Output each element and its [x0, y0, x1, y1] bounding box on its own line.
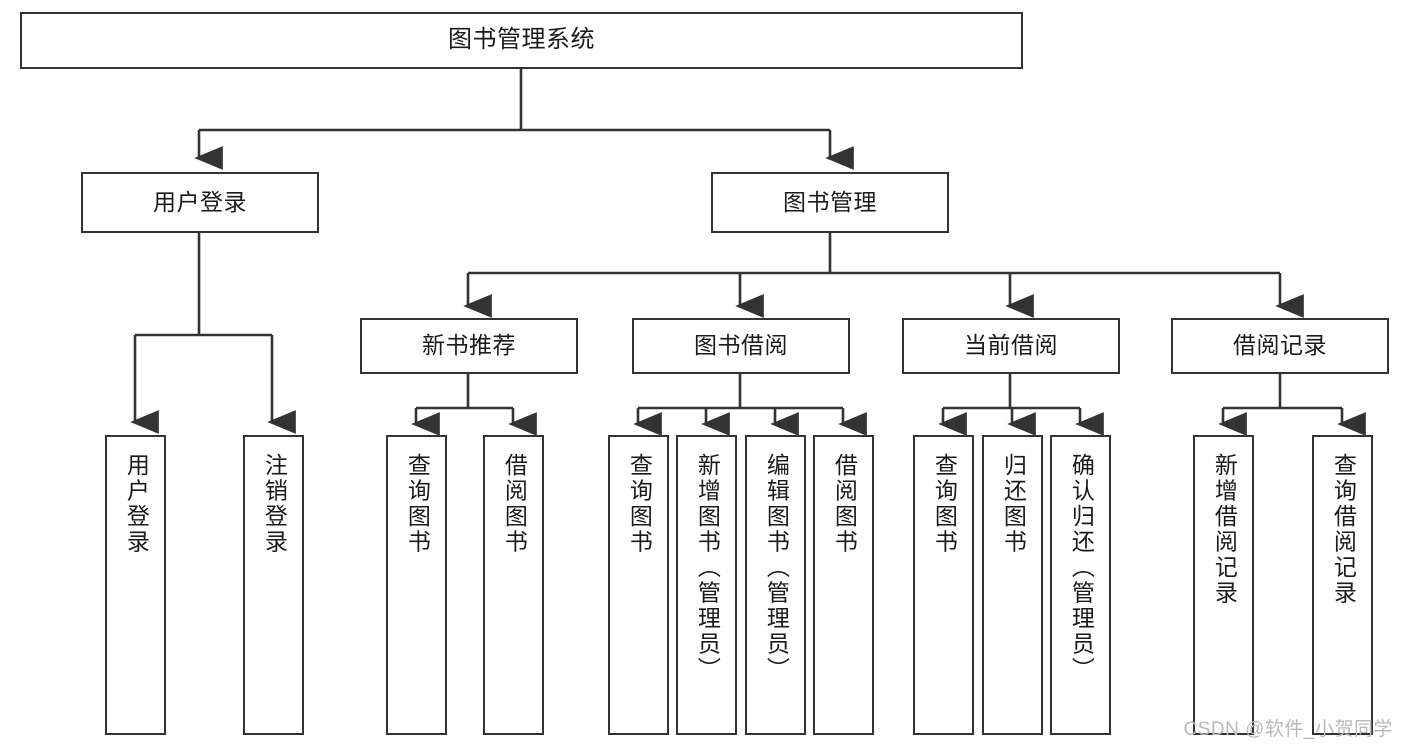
leaf-recommend-query-book[interactable]: 查询图书 [386, 435, 447, 735]
node-book-management[interactable]: 图书管理 [711, 172, 949, 233]
watermark: CSDN @软件_小贺同学 [1183, 719, 1393, 740]
node-label: 确认归还（管理员） [1068, 453, 1095, 683]
leaf-record-add-record[interactable]: 新增借阅记录 [1193, 435, 1254, 735]
node-label: 当前借阅 [964, 332, 1058, 359]
node-label: 归还图书 [1000, 453, 1027, 555]
node-label: 注销登录 [261, 453, 288, 555]
leaf-logout-login[interactable]: 注销登录 [243, 435, 304, 735]
node-label: 新增图书（管理员） [694, 453, 721, 683]
node-borrow-record[interactable]: 借阅记录 [1171, 318, 1389, 374]
node-label: 用户登录 [153, 188, 247, 215]
node-label: 新书推荐 [422, 332, 516, 359]
node-label: 借阅图书 [501, 453, 528, 555]
node-label: 查询借阅记录 [1330, 453, 1357, 606]
leaf-current-confirm-return-admin[interactable]: 确认归还（管理员） [1050, 435, 1111, 735]
leaf-recommend-borrow-book[interactable]: 借阅图书 [483, 435, 544, 735]
node-label: 新增借阅记录 [1211, 453, 1238, 606]
node-label: 图书管理系统 [448, 26, 595, 54]
leaf-current-query-book[interactable]: 查询图书 [913, 435, 974, 735]
node-label: 借阅图书 [831, 453, 858, 555]
leaf-borrow-query-book[interactable]: 查询图书 [608, 435, 669, 735]
leaf-borrow-borrow-book[interactable]: 借阅图书 [813, 435, 874, 735]
leaf-borrow-edit-book-admin[interactable]: 编辑图书（管理员） [745, 435, 806, 735]
node-book-borrow[interactable]: 图书借阅 [632, 318, 850, 374]
leaf-user-login[interactable]: 用户登录 [105, 435, 166, 735]
node-label: 查询图书 [931, 453, 958, 555]
node-label: 编辑图书（管理员） [763, 453, 790, 683]
node-label: 借阅记录 [1233, 332, 1327, 359]
leaf-borrow-add-book-admin[interactable]: 新增图书（管理员） [676, 435, 737, 735]
leaf-record-query-record[interactable]: 查询借阅记录 [1312, 435, 1373, 735]
node-label: 查询图书 [404, 453, 431, 555]
node-current-borrow[interactable]: 当前借阅 [902, 318, 1120, 374]
node-new-book-recommend[interactable]: 新书推荐 [360, 318, 578, 374]
node-label: 图书借阅 [694, 332, 788, 359]
leaf-current-return-book[interactable]: 归还图书 [982, 435, 1043, 735]
node-root-system[interactable]: 图书管理系统 [20, 12, 1023, 69]
node-user-login[interactable]: 用户登录 [81, 172, 319, 233]
node-label: 用户登录 [123, 453, 150, 555]
node-label: 图书管理 [783, 188, 877, 215]
node-label: 查询图书 [626, 453, 653, 555]
